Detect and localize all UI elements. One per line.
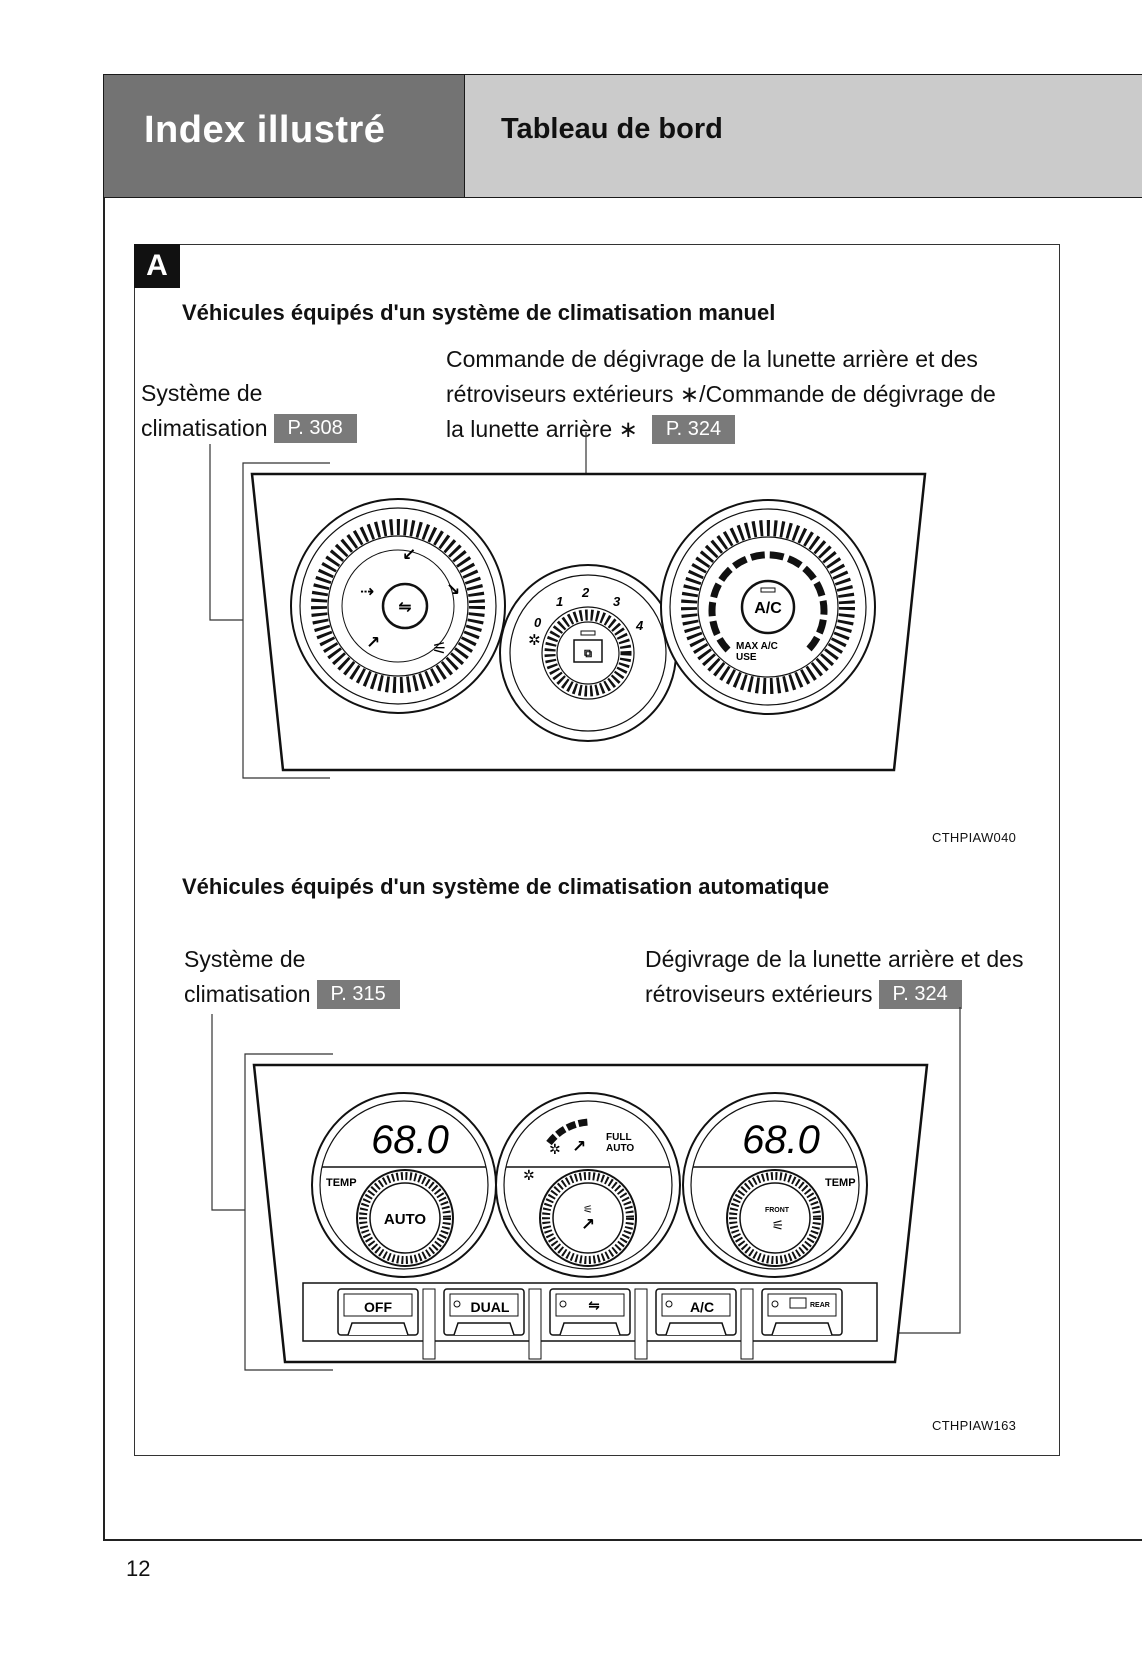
auto-heading: Véhicules équipés d'un système de climat…	[182, 874, 830, 899]
manual-defog-callout: Commande de dégivrage de la lunette arri…	[446, 342, 996, 447]
ac-indicator	[760, 587, 776, 593]
auto-defog-line1: Dégivrage de la lunette arrière et des	[645, 946, 1024, 972]
ac-button[interactable]	[740, 579, 796, 635]
section-title: Index illustré	[144, 109, 386, 151]
fan-speed-3: 3	[613, 594, 621, 609]
rear-defogger-icon: ⧉	[584, 648, 592, 660]
temperature-scale-arc	[708, 551, 828, 653]
auto-climate-label-line2: climatisation	[184, 981, 311, 1007]
manual-defog-page-ref[interactable]: P. 324	[651, 415, 736, 444]
auto-climate-page-ref[interactable]: P. 315	[316, 980, 400, 1009]
fan-speed-2: 2	[581, 585, 590, 600]
manual-climate-label-line1: Système de	[141, 380, 263, 406]
max-ac-use-label: USE	[736, 652, 757, 663]
fan-icon: ✲	[528, 632, 541, 649]
manual-climate-label-text: climatisation	[141, 415, 268, 441]
section-badge: A	[134, 244, 180, 288]
page-frame-bottom-rule	[103, 1539, 1142, 1541]
face-vent-icon: ↙	[402, 545, 416, 564]
manual-climate-page-ref[interactable]: P. 308	[273, 414, 357, 443]
page-frame-left-rule	[103, 198, 105, 1540]
manual-figure-code: CTHPIAW040	[932, 830, 1017, 845]
bilevel-icon: ⇢	[360, 582, 374, 601]
manual-defog-line2: rétroviseurs extérieurs ∗/Commande de dé…	[446, 381, 996, 407]
auto-defog-page-ref[interactable]: P. 324	[878, 980, 962, 1009]
page-title: Tableau de bord	[501, 113, 723, 145]
fan-speed-dial[interactable]: ⧉ 0 1 2 3 4 ✲	[499, 564, 677, 742]
recirculation-icon: ⇋	[398, 599, 411, 616]
manual-defog-line3-wrap: la lunette arrière ∗ P. 324	[446, 412, 996, 447]
manual-defog-line3: la lunette arrière ∗	[446, 416, 638, 442]
fan-speed-4: 4	[635, 618, 644, 633]
windshield-defrost-icon: ⚟	[432, 639, 447, 658]
fan-speed-1: 1	[556, 594, 563, 609]
floor-icon: ↘	[446, 580, 460, 599]
defogger-indicator	[580, 630, 596, 636]
section-box	[134, 244, 1060, 1456]
auto-climate-label-line1: Système de	[184, 946, 306, 972]
ac-label: A/C	[754, 600, 782, 617]
rear-defogger-button[interactable]	[573, 639, 603, 663]
page-number: 12	[126, 1556, 151, 1581]
auto-defog-line2: rétroviseurs extérieurs	[645, 981, 873, 1007]
auto-figure-code: CTHPIAW163	[932, 1418, 1017, 1433]
max-ac-label: MAX A/C	[736, 641, 778, 652]
mode-icons: ↙ ⇢ ↘ ↗ ⚟	[360, 545, 460, 658]
section-title-bar: Index illustré	[103, 74, 465, 198]
mode-dial[interactable]: ⇋ ↙ ⇢ ↘ ↗ ⚟	[290, 498, 506, 714]
page-title-bar: Tableau de bord	[465, 74, 1142, 198]
fan-speed-labels: 0 1 2 3 4	[534, 585, 644, 633]
temperature-dial[interactable]: A/C MAX A/C USE	[660, 499, 876, 715]
manual-defog-line1: Commande de dégivrage de la lunette arri…	[446, 346, 978, 372]
manual-heading: Véhicules équipés d'un système de climat…	[182, 300, 776, 325]
auto-defog-callout: Dégivrage de la lunette arrière et des r…	[645, 942, 1023, 1012]
fan-speed-0: 0	[534, 615, 542, 630]
foot-vent-icon: ↗	[366, 633, 380, 652]
